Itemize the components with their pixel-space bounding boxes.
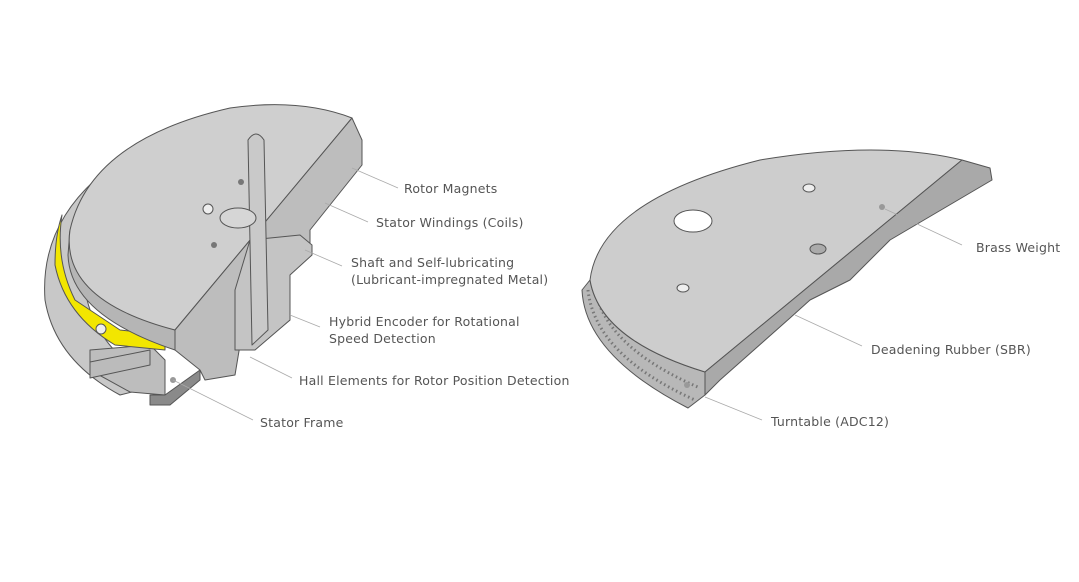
screw-icon bbox=[802, 183, 816, 193]
turntable-strobe-dots bbox=[586, 289, 696, 402]
screw-icon bbox=[676, 283, 690, 293]
label-brass-weight: Brass Weight bbox=[976, 240, 1060, 255]
label-turntable: Turntable (ADC12) bbox=[770, 414, 889, 429]
turntable-cut-face bbox=[704, 159, 993, 396]
rotor-top bbox=[68, 104, 353, 331]
label-encoder-line2: Speed Detection bbox=[329, 331, 436, 346]
label-shaft-line1: Shaft and Self-lubricating bbox=[351, 255, 514, 270]
pcb-board bbox=[89, 349, 151, 379]
screw-icon bbox=[95, 323, 107, 335]
label-hall-elements: Hall Elements for Rotor Position Detecti… bbox=[299, 373, 570, 388]
hole-icon bbox=[238, 179, 244, 185]
shaft-hub bbox=[219, 207, 257, 229]
motor-shaft bbox=[247, 133, 269, 346]
turntable-marker bbox=[684, 382, 690, 388]
label-encoder-line1: Hybrid Encoder for Rotational bbox=[329, 314, 520, 329]
screw-icon bbox=[202, 203, 214, 215]
label-shaft-line2: (Lubricant-impregnated Metal) bbox=[351, 272, 548, 287]
hole-icon bbox=[211, 242, 217, 248]
motor-leader-lines bbox=[172, 167, 399, 421]
label-deadening-rubber: Deadening Rubber (SBR) bbox=[871, 342, 1031, 357]
brass-weight-marker bbox=[879, 204, 885, 210]
turntable-top bbox=[589, 149, 963, 373]
turntable-leader-lines bbox=[704, 208, 963, 421]
label-stator-windings: Stator Windings (Coils) bbox=[376, 215, 524, 230]
spindle-hole bbox=[673, 209, 713, 233]
stator-frame-bracket bbox=[149, 369, 201, 406]
stator-coil bbox=[54, 214, 166, 351]
turntable-cutaway bbox=[581, 149, 993, 409]
encoder-housing bbox=[234, 234, 313, 351]
motor-cutaway bbox=[44, 104, 363, 406]
label-stator-frame: Stator Frame bbox=[260, 415, 344, 430]
mount-hole bbox=[809, 243, 827, 255]
label-rotor-magnets: Rotor Magnets bbox=[404, 181, 497, 196]
